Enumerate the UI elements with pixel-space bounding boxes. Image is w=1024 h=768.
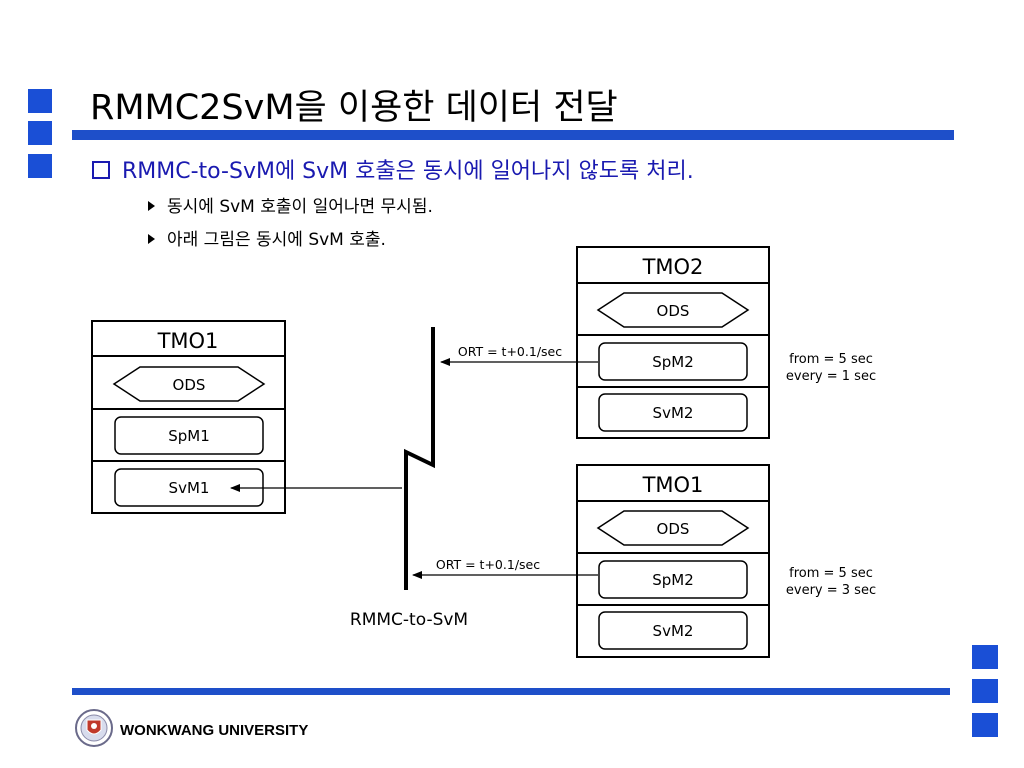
- university-logo-icon: [75, 709, 113, 747]
- deco-square: [28, 154, 52, 178]
- ods-label: ODS: [173, 376, 206, 394]
- svm-label: SvM1: [169, 479, 210, 497]
- tmo-left-name: TMO1: [157, 329, 219, 353]
- ods-label: ODS: [657, 520, 690, 538]
- deco-square: [972, 679, 998, 703]
- triangle-bullet-icon: [148, 201, 155, 211]
- timing-every-label: every = 3 sec: [786, 583, 876, 598]
- svm-label: SvM2: [653, 404, 694, 422]
- ods-label: ODS: [657, 302, 690, 320]
- spm-box: [114, 416, 264, 455]
- sub-bullet-text: 아래 그림은 동시에 SvM 호출.: [167, 230, 386, 250]
- tmo-right-bottom-name: TMO1: [642, 473, 704, 497]
- sub-bullet: 동시에 SvM 호출이 일어나면 무시됨.: [148, 196, 433, 218]
- footer-rule: [72, 688, 950, 695]
- svm-box: [598, 611, 748, 650]
- tmo-right-bottom: TMO1 ODS SpM2 SvM2: [576, 464, 770, 658]
- ods-hexagon: [596, 292, 750, 328]
- channel-label: RMMC-to-SvM: [350, 610, 468, 630]
- timing-every-label: every = 1 sec: [786, 369, 876, 384]
- timing-from-label: from = 5 sec: [789, 566, 873, 581]
- spm-box: [598, 342, 748, 381]
- square-bullet-icon: [92, 161, 110, 179]
- page-title: RMMC2SvM을 이용한 데이터 전달: [90, 88, 618, 128]
- ort-label: ORT = t+0.1/sec: [436, 557, 540, 572]
- main-bullet-text: RMMC-to-SvM에 SvM 호출은 동시에 일어나지 않도록 처리.: [122, 159, 694, 184]
- sub-bullet-text: 동시에 SvM 호출이 일어나면 무시됨.: [167, 197, 433, 217]
- svm-box: [598, 393, 748, 432]
- tmo-right-top: TMO2 ODS SpM2 SvM2: [576, 246, 770, 439]
- title-underline: [72, 130, 954, 140]
- spm-label: SpM2: [652, 571, 694, 589]
- deco-square: [972, 713, 998, 737]
- ods-hexagon: [112, 366, 266, 402]
- university-name: WONKWANG UNIVERSITY: [120, 722, 309, 739]
- ods-hexagon: [596, 510, 750, 546]
- main-bullet: RMMC-to-SvM에 SvM 호출은 동시에 일어나지 않도록 처리.: [92, 157, 694, 187]
- deco-square: [28, 89, 52, 113]
- deco-square: [972, 645, 998, 669]
- deco-square: [28, 121, 52, 145]
- tmo-right-top-name: TMO2: [642, 255, 704, 279]
- ort-label: ORT = t+0.1/sec: [458, 344, 562, 359]
- svm-label: SvM2: [653, 622, 694, 640]
- spm-box: [598, 560, 748, 599]
- triangle-bullet-icon: [148, 234, 155, 244]
- sub-bullet: 아래 그림은 동시에 SvM 호출.: [148, 229, 386, 251]
- rmmc-channel-line: [404, 327, 435, 590]
- tmo-left: TMO1 ODS SpM1 SvM1: [91, 320, 286, 514]
- timing-from-label: from = 5 sec: [789, 352, 873, 367]
- spm-label: SpM1: [168, 427, 210, 445]
- spm-label: SpM2: [652, 353, 694, 371]
